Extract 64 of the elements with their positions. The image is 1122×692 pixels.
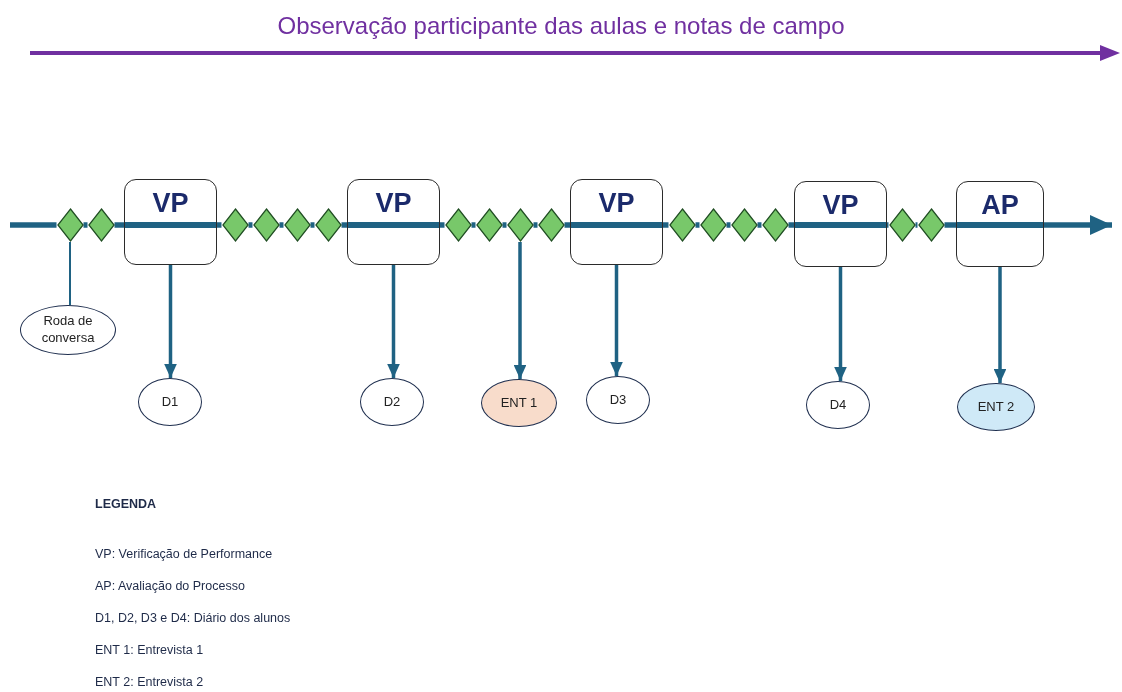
diamond-marker <box>314 208 342 242</box>
diamond-marker <box>761 208 789 242</box>
diamond-marker <box>699 208 727 242</box>
connector-line <box>471 222 476 228</box>
milestone-box: VP <box>124 179 217 265</box>
ellipse-node: ENT 2 <box>957 383 1035 431</box>
connector-line <box>69 241 71 306</box>
connector-line <box>248 222 253 228</box>
connector-line <box>695 222 700 228</box>
diamond-marker <box>56 208 84 242</box>
ellipse-node: Roda de conversa <box>20 305 116 355</box>
connector-line <box>887 222 889 228</box>
connector-line <box>533 222 538 228</box>
diamond-marker <box>87 208 115 242</box>
milestone-box: VP <box>794 181 887 267</box>
ellipse-node: ENT 1 <box>481 379 557 427</box>
connector-line <box>10 222 57 228</box>
connector-line <box>788 222 794 228</box>
connector-line <box>944 222 956 228</box>
legend-text: ENT 1: Entrevista 1 <box>95 643 204 657</box>
connector-line <box>279 222 284 228</box>
ellipse-node: D4 <box>806 381 870 429</box>
ellipse-node: D1 <box>138 378 202 426</box>
connector-line <box>310 222 315 228</box>
ellipse-node: D3 <box>586 376 650 424</box>
milestone-box: VP <box>347 179 440 265</box>
connector-line <box>915 222 918 228</box>
connector-line <box>502 222 507 228</box>
diamond-marker <box>730 208 758 242</box>
connector-line <box>440 222 445 228</box>
legend-text: AP: Avaliação do Processo <box>95 579 245 593</box>
arrow <box>387 265 400 378</box>
diamond-marker <box>506 208 534 242</box>
diamond-marker <box>475 208 503 242</box>
arrow <box>610 265 623 376</box>
title: Observação participante das aulas e notas de campo <box>277 12 845 39</box>
diamond-marker <box>888 208 916 242</box>
legend-text: VP: Verificação de Performance <box>95 547 273 561</box>
milestone-box: AP <box>956 181 1044 267</box>
diamond-marker <box>444 208 472 242</box>
connector-line <box>564 222 570 228</box>
diamond-marker <box>537 208 565 242</box>
diamond-marker <box>283 208 311 242</box>
connector-line <box>83 222 88 228</box>
connector-line <box>114 222 124 228</box>
diamond-marker <box>668 208 696 242</box>
milestone-box: VP <box>570 179 663 265</box>
ellipse-node: D2 <box>360 378 424 426</box>
diamond-marker <box>221 208 249 242</box>
legend-heading: LEGENDA <box>95 497 157 511</box>
arrow <box>993 267 1007 383</box>
connector-line <box>217 222 222 228</box>
arrow <box>164 265 177 378</box>
arrow <box>513 242 527 379</box>
connector-line <box>341 222 347 228</box>
legend-text: D1, D2, D3 e D4: Diário dos alunos <box>95 611 291 625</box>
connector-line <box>757 222 762 228</box>
connector-line <box>726 222 731 228</box>
diamond-marker <box>917 208 945 242</box>
connector-line <box>663 222 669 228</box>
diamond-marker <box>252 208 280 242</box>
arrow <box>834 267 847 381</box>
arrow <box>1044 215 1112 235</box>
legend-text: ENT 2: Entrevista 2 <box>95 675 204 689</box>
